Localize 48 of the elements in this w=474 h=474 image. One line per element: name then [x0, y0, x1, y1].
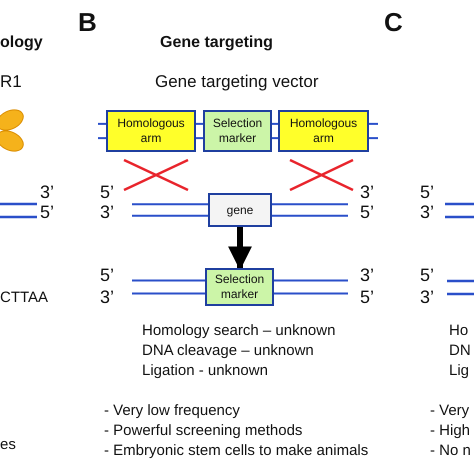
feature-text: - High: [430, 423, 470, 440]
dna-strand: [368, 122, 379, 140]
gene-box: gene: [208, 193, 272, 227]
dna-strand: [131, 203, 209, 217]
strand-end-label: 3’: [40, 183, 54, 203]
strand-end-label: 5’: [100, 266, 114, 286]
strand-end-label: 3’: [360, 266, 374, 286]
strand-end-label: 5’: [40, 203, 54, 223]
dna-strand: [273, 280, 349, 294]
selection-marker-box: Selection marker: [205, 268, 274, 306]
strand-end-label: 3’: [360, 183, 374, 203]
dna-strand: [195, 122, 204, 140]
enzyme-label: R1: [0, 73, 22, 92]
strand-end-label: 5’: [100, 183, 114, 203]
dna-strand: [271, 122, 279, 140]
strand-end-label: 3’: [420, 203, 434, 223]
feature-text: - Very low frequency: [104, 403, 240, 420]
sequence-text: CTTAA: [0, 290, 48, 306]
dna-strand: [97, 122, 107, 140]
mechanism-text: Homology search – unknown: [142, 323, 336, 340]
dna-strand: [131, 280, 206, 294]
panel-title: Gene targeting: [160, 34, 273, 52]
mechanism-text: Lig: [449, 363, 470, 380]
strand-end-label: 5’: [360, 203, 374, 223]
mechanism-text: Ho: [449, 323, 468, 340]
selection-marker-box: Selection marker: [203, 110, 272, 152]
strand-end-label: 5’: [360, 288, 374, 308]
strand-end-label: 5’: [420, 266, 434, 286]
strand-end-label: 3’: [100, 203, 114, 223]
homology-arm-box: Homologous arm: [106, 110, 196, 152]
panel-letter: B: [78, 8, 97, 37]
strand-end-label: 5’: [420, 183, 434, 203]
homology-arm-box: Homologous arm: [278, 110, 369, 152]
mechanism-text: DNA cleavage – unknown: [142, 343, 314, 360]
feature-text: es: [0, 437, 16, 454]
feature-text: - Embryonic stem cells to make animals: [104, 443, 368, 460]
vector-label: Gene targeting vector: [155, 73, 318, 92]
feature-text: - Powerful screening methods: [104, 423, 302, 440]
mechanism-text: Ligation - unknown: [142, 363, 268, 380]
panel-title: ology: [0, 34, 43, 52]
mechanism-text: DN: [449, 343, 471, 360]
strand-end-label: 3’: [420, 288, 434, 308]
feature-text: - No n: [430, 443, 471, 460]
arrow: [228, 227, 252, 270]
feature-text: - Very: [430, 403, 470, 420]
panel-letter: C: [384, 8, 403, 37]
strand-end-label: 3’: [100, 288, 114, 308]
dna-strand: [271, 203, 349, 217]
